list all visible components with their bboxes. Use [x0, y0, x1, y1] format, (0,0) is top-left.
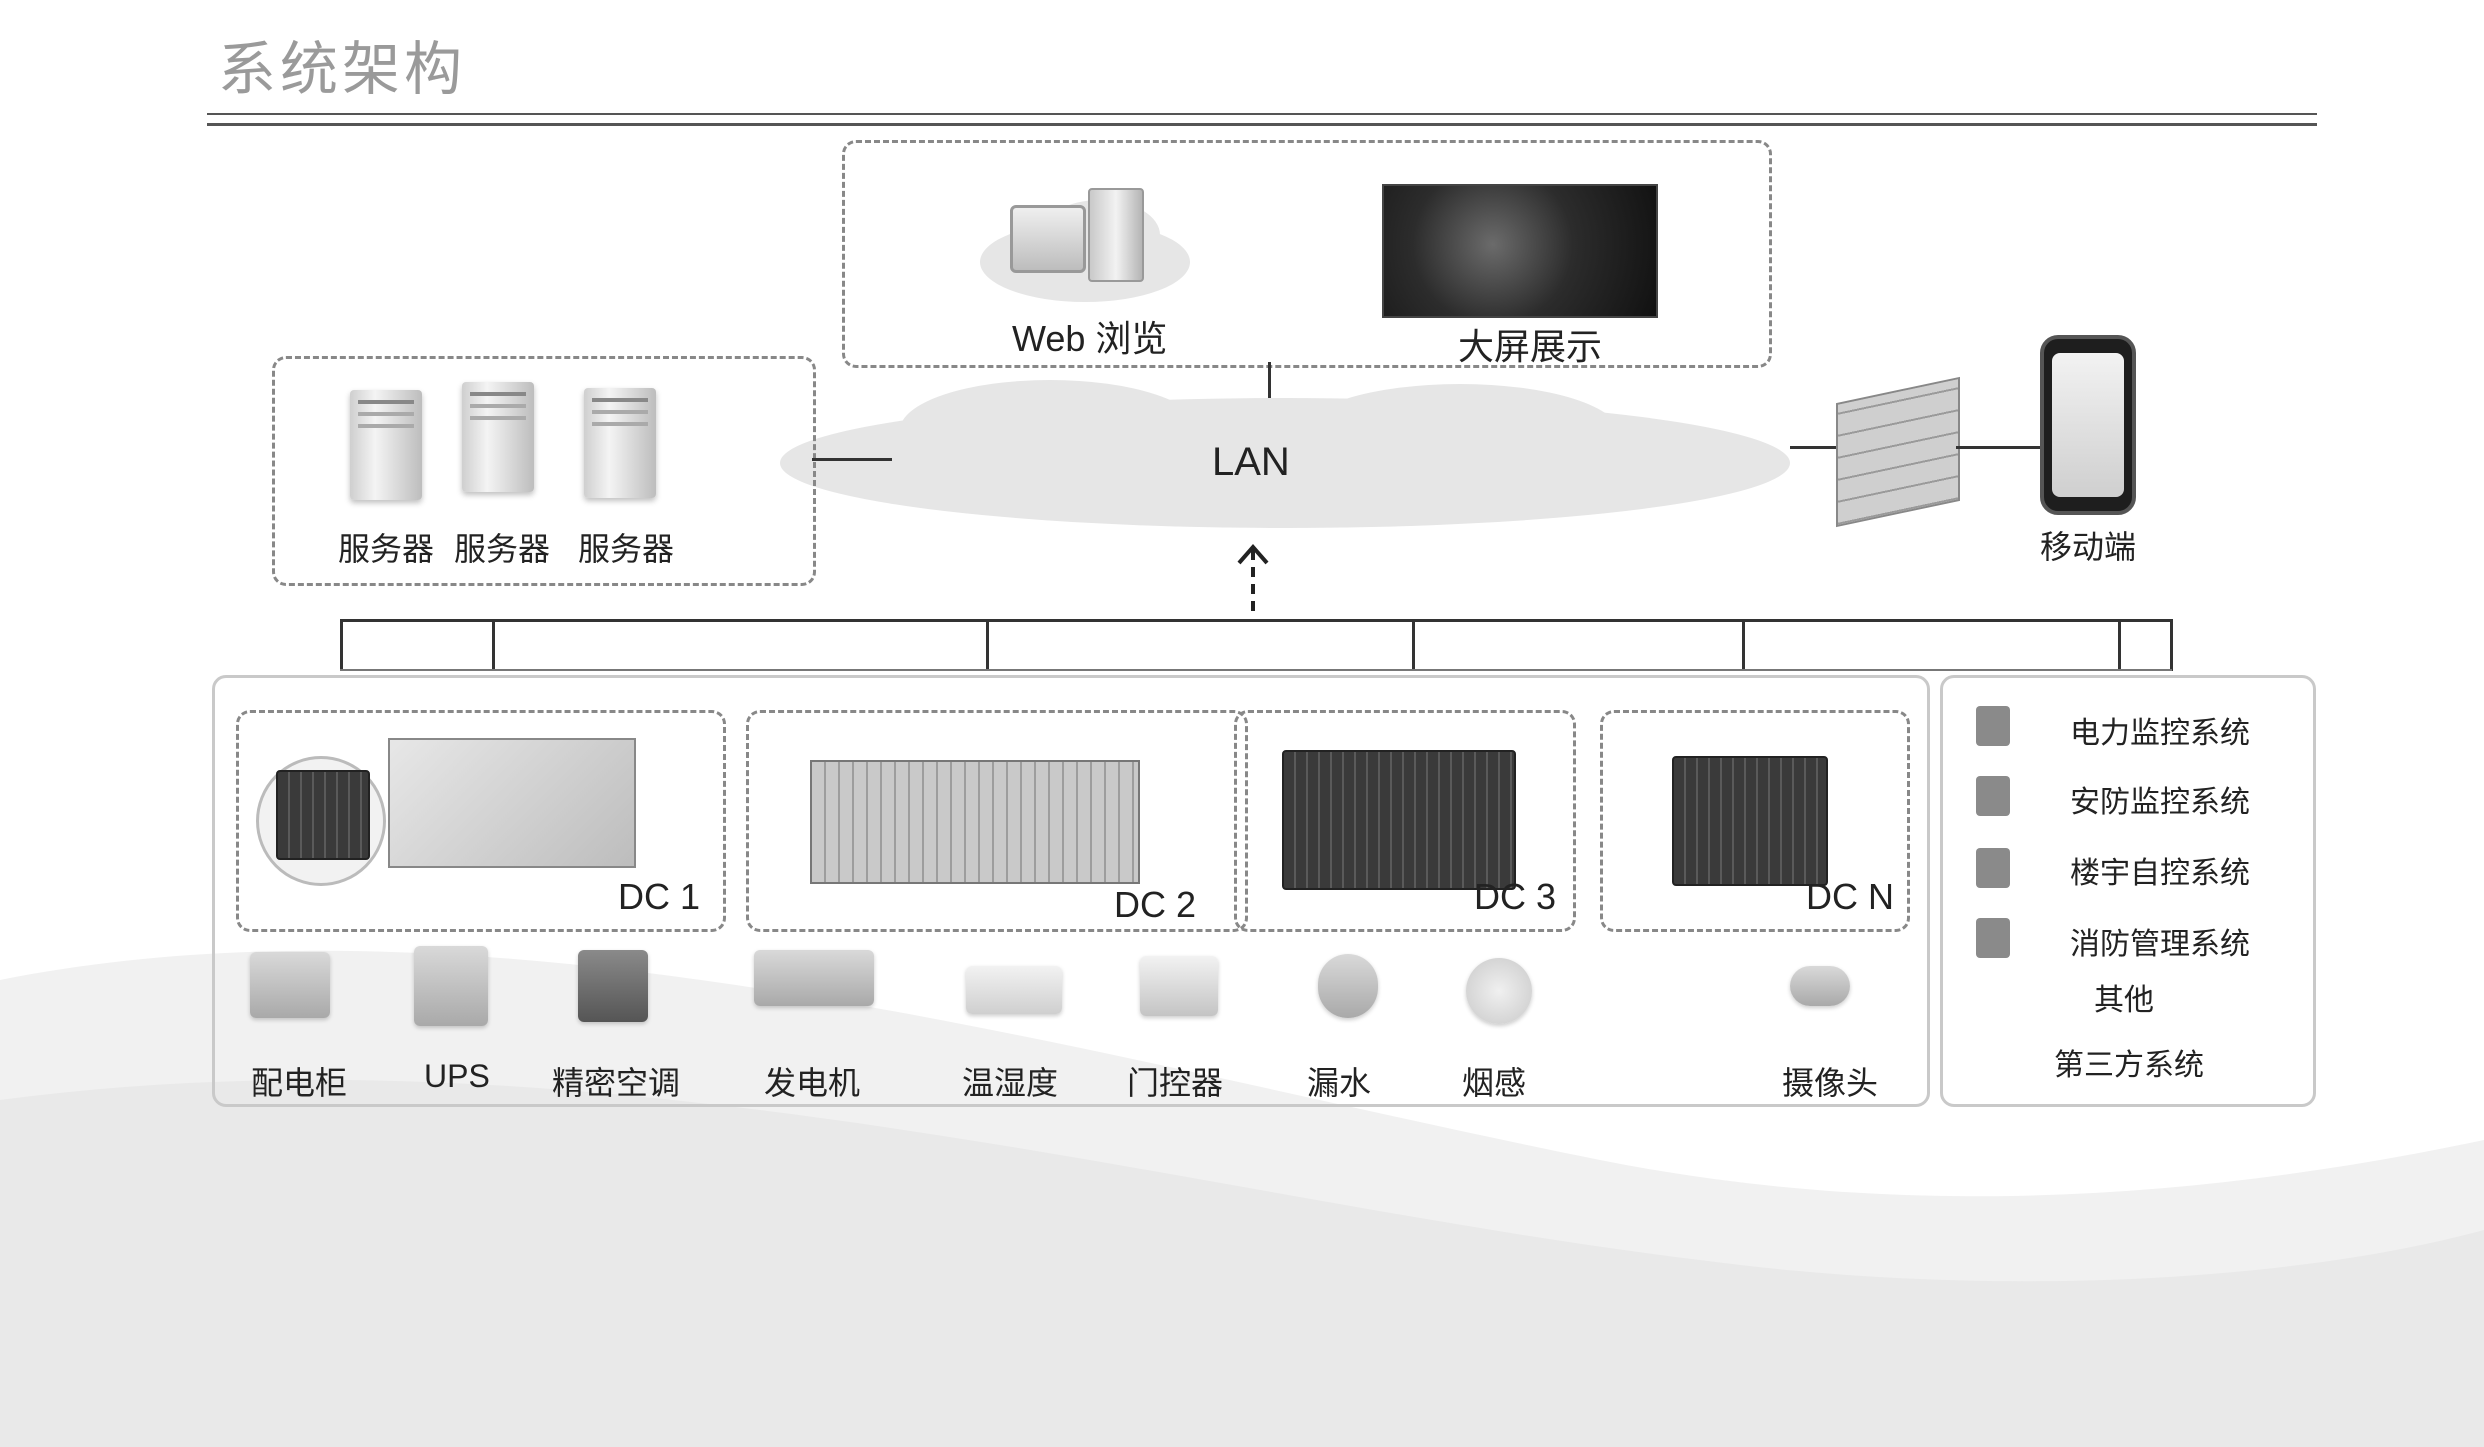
device-label-camera: 摄像头 [1782, 1065, 1879, 1101]
dc2-box [746, 710, 1248, 932]
device-label-power-cabinet: 配电柜 [251, 1065, 348, 1101]
security-monitor-icon [1976, 776, 2010, 816]
bus-drop-4 [1412, 619, 1415, 671]
server-3-label: 服务器 [578, 531, 675, 567]
smoke-detector-icon [1466, 958, 1532, 1024]
bus-line [340, 619, 2172, 622]
bus-drop-2 [492, 619, 495, 671]
mobile-label: 移动端 [2040, 529, 2137, 565]
subsystem-security-monitor: 安防监控系统 [2070, 786, 2250, 819]
thermo-hygrometer-icon [966, 966, 1062, 1014]
dc3-label: DC 3 [1474, 876, 1557, 917]
server-2-label: 服务器 [454, 531, 551, 567]
building-automation-icon [1976, 848, 2010, 888]
link-lan-firewall [1790, 446, 1836, 449]
bus-drop-5 [1742, 619, 1745, 671]
subsystem-other: 其他 [2094, 984, 2154, 1017]
mobile-phone-icon [2040, 335, 2136, 515]
server-3-icon [584, 388, 656, 498]
air-conditioner-icon [578, 950, 648, 1022]
dc2-container-image [810, 760, 1140, 884]
device-label-air-conditioner: 精密空调 [552, 1065, 681, 1101]
power-cabinet-icon [250, 952, 330, 1018]
big-screen-label: 大屏展示 [1458, 326, 1603, 367]
desktop-pc-icon [1010, 205, 1086, 273]
dcn-box [1600, 710, 1910, 932]
dc2-label: DC 2 [1114, 884, 1197, 925]
device-label-smoke-detector: 烟感 [1462, 1065, 1527, 1101]
subsystem-third-party: 第三方系统 [2054, 1049, 2204, 1082]
server-1-icon [350, 390, 422, 500]
server-1-label: 服务器 [338, 531, 435, 567]
link-firewall-mobile [1956, 446, 2042, 449]
firewall-icon [1836, 376, 1960, 528]
power-monitor-icon [1976, 706, 2010, 746]
dc1-label: DC 1 [618, 876, 701, 917]
subsystem-building-automation: 楼宇自控系统 [2070, 857, 2250, 890]
device-label-water-leak: 漏水 [1307, 1065, 1372, 1101]
link-presentation-lan [1268, 362, 1271, 410]
dc1-box [236, 710, 726, 932]
server-group [272, 356, 816, 586]
subsystem-fire-management: 消防管理系统 [2070, 928, 2250, 961]
bus-drop-1 [340, 619, 343, 671]
server-2-icon [462, 382, 534, 492]
tower-pc-icon [1088, 188, 1144, 282]
bus-base [340, 669, 2172, 671]
bus-drop-7 [2170, 619, 2173, 671]
device-label-generator: 发电机 [764, 1065, 861, 1101]
lan-cloud-bump-1 [900, 380, 1200, 480]
dc3-box [1234, 710, 1576, 932]
link-servers-lan [812, 458, 892, 461]
lan-cloud-bump-2 [1300, 384, 1620, 484]
title-divider [207, 113, 2317, 126]
lan-label: LAN [1212, 440, 1290, 484]
upward-arrow-icon [1237, 543, 1269, 611]
page-title: 系统架构 [218, 35, 467, 103]
data-center-group [212, 675, 1930, 1107]
dc1-rack-image [276, 770, 370, 860]
generator-icon [754, 950, 874, 1006]
bus-drop-3 [986, 619, 989, 671]
camera-icon [1790, 966, 1850, 1006]
subsystem-power-monitor: 电力监控系统 [2070, 717, 2250, 750]
device-label-ups: UPS [424, 1058, 490, 1094]
subsystem-group [1940, 675, 2316, 1107]
bus-drop-6 [2118, 619, 2121, 671]
fire-management-icon [1976, 918, 2010, 958]
web-browse-label: Web 浏览 [1012, 318, 1168, 359]
dc1-floorplan-image [388, 738, 636, 868]
big-screen-image [1382, 184, 1658, 318]
ups-icon [414, 946, 488, 1026]
presentation-group [842, 140, 1772, 368]
device-label-thermo-hygrometer: 温湿度 [962, 1065, 1059, 1101]
device-label-door-controller: 门控器 [1127, 1065, 1224, 1101]
dc3-cabinet-image [1282, 750, 1516, 890]
dcn-label: DC N [1806, 876, 1894, 917]
dcn-cabinet-image [1672, 756, 1828, 886]
door-controller-icon [1140, 956, 1218, 1016]
background-swoosh [0, 950, 2484, 1447]
water-leak-sensor-icon [1318, 954, 1378, 1018]
